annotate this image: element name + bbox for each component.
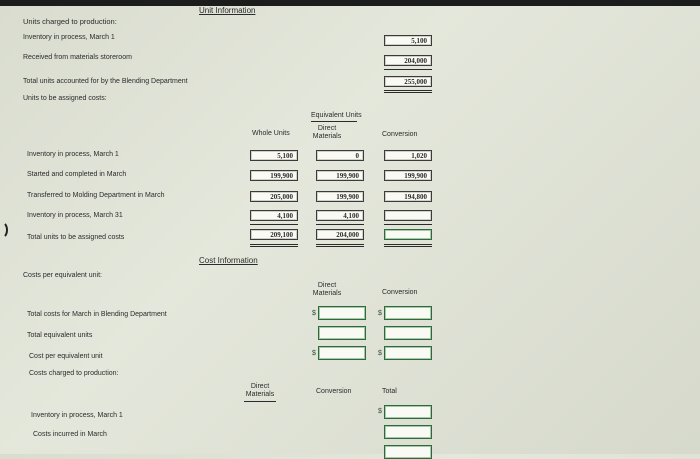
row-label: Inventory in process, March 31 <box>27 212 123 219</box>
unit-information-heading: Unit Information <box>199 6 256 15</box>
total-accounted-label: Total units accounted for by the Blendin… <box>23 78 188 85</box>
conversion-header: Conversion <box>382 131 418 138</box>
dm-units-field[interactable]: 0 <box>316 150 364 161</box>
dollar-sign: $ <box>378 350 382 357</box>
double-rule <box>384 244 432 247</box>
dm-cost-header: Direct Materials <box>312 282 342 298</box>
dm-bottom-header: Direct Materials <box>245 383 275 399</box>
dollar-sign: $ <box>378 310 382 317</box>
dm-total-costs-input[interactable] <box>318 306 366 320</box>
sum-rule <box>384 69 432 70</box>
inv-march1-label: Inventory in process, March 1 <box>23 34 115 41</box>
costs-incurred-total-input[interactable] <box>384 425 432 439</box>
dm-total-eq-input[interactable] <box>318 326 366 340</box>
received-label: Received from materials storeroom <box>23 54 132 61</box>
conv-units-field[interactable]: 194,800 <box>384 191 432 202</box>
dollar-sign: $ <box>312 310 316 317</box>
conv-units-field[interactable]: 199,900 <box>384 170 432 181</box>
cpeu-label: Costs per equivalent unit: <box>23 272 102 279</box>
conv-bottom-header: Conversion <box>316 388 352 395</box>
dm-units-field[interactable]: 199,900 <box>316 191 364 202</box>
whole-units-total-field[interactable]: 209,100 <box>250 229 298 240</box>
units-assigned-label: Units to be assigned costs: <box>23 95 107 102</box>
page-edge-curl <box>0 221 8 239</box>
row-label: Inventory in process, March 1 <box>27 151 119 158</box>
double-rule <box>250 244 298 247</box>
total-eq-label: Total equivalent units <box>27 332 93 339</box>
dollar-sign: $ <box>378 408 382 415</box>
conv-total-eq-input[interactable] <box>384 326 432 340</box>
conv-total-costs-input[interactable] <box>384 306 432 320</box>
conv-units-field[interactable] <box>384 210 432 221</box>
double-rule <box>384 90 432 93</box>
dm-units-field[interactable]: 4,100 <box>316 210 364 221</box>
row-label: Transferred to Molding Department in Mar… <box>27 192 165 199</box>
row-label: Total units to be assigned costs <box>27 234 125 241</box>
total-bottom-header: Total <box>382 388 397 395</box>
whole-units-field[interactable]: 5,100 <box>250 150 298 161</box>
total-costs-label: Total costs for March in Blending Depart… <box>27 311 167 318</box>
sum-rule <box>316 224 364 225</box>
header-underline <box>244 401 276 402</box>
inv-march1-cost-label: Inventory in process, March 1 <box>31 412 123 419</box>
cost-per-label: Cost per equivalent unit <box>29 353 103 360</box>
conv-cost-per-input[interactable] <box>384 346 432 360</box>
units-charged-label: Units charged to production: <box>23 17 117 26</box>
total-accounted-field[interactable]: 255,000 <box>384 76 432 87</box>
top-edge-bar <box>0 0 700 6</box>
dm-header: Direct Materials <box>312 125 342 141</box>
whole-units-header: Whole Units <box>252 130 290 137</box>
received-units-field[interactable]: 204,000 <box>384 55 432 66</box>
row-label: Started and completed in March <box>27 171 127 178</box>
whole-units-field[interactable]: 205,000 <box>250 191 298 202</box>
conv-units-total-field[interactable] <box>384 229 432 240</box>
cost-information-heading: Cost Information <box>199 256 258 265</box>
sum-rule <box>250 224 298 225</box>
dm-units-total-field[interactable]: 204,000 <box>316 229 364 240</box>
conv-cost-header: Conversion <box>382 289 418 296</box>
whole-units-field[interactable]: 199,900 <box>250 170 298 181</box>
inv-march1-units-field[interactable]: 5,100 <box>384 35 432 46</box>
next-total-input[interactable] <box>384 445 432 459</box>
sum-rule <box>384 224 432 225</box>
equivalent-units-header: Equivalent Units <box>311 112 362 119</box>
dm-cost-per-input[interactable] <box>318 346 366 360</box>
conv-units-field[interactable]: 1,020 <box>384 150 432 161</box>
dollar-sign: $ <box>312 350 316 357</box>
double-rule <box>316 244 364 247</box>
inv-march1-total-cost-input[interactable] <box>384 405 432 419</box>
dm-units-field[interactable]: 199,900 <box>316 170 364 181</box>
whole-units-field[interactable]: 4,100 <box>250 210 298 221</box>
costs-incurred-label: Costs incurred in March <box>33 431 107 438</box>
eq-header-underline <box>311 121 357 122</box>
charged-label: Costs charged to production: <box>29 370 119 377</box>
